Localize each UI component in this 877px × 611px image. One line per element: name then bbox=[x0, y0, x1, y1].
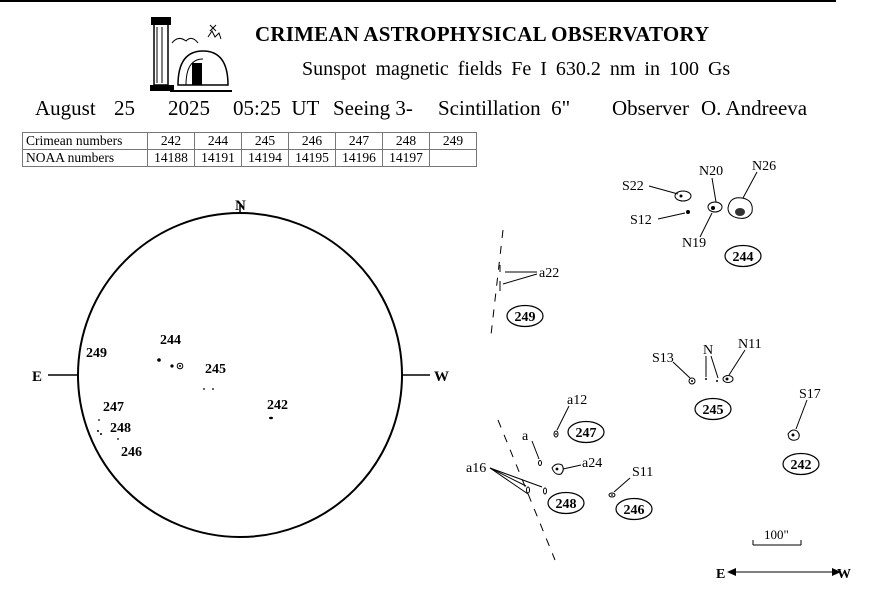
disk-region-label: 248 bbox=[110, 421, 131, 436]
spot-label: a16 bbox=[466, 461, 486, 476]
region-badge: 248 bbox=[556, 497, 577, 512]
disk-region-label: 245 bbox=[205, 362, 226, 377]
compass-west-label: W bbox=[837, 567, 851, 582]
spot-label: S13 bbox=[652, 351, 674, 366]
spot-label: a bbox=[522, 429, 529, 444]
spot-label: S11 bbox=[632, 465, 653, 480]
disk-north-label: N bbox=[235, 198, 246, 214]
disk-region-label: 242 bbox=[267, 398, 288, 413]
region-badge: 247 bbox=[576, 426, 597, 441]
region-249-detail bbox=[500, 265, 537, 291]
spot-label: a24 bbox=[582, 456, 602, 471]
spot-label: N bbox=[703, 343, 713, 358]
region-badges: 244 249 245 247 242 248 246 bbox=[507, 246, 819, 520]
spot-label: a22 bbox=[539, 266, 559, 281]
disk-west-label: W bbox=[434, 369, 449, 385]
region-247-detail bbox=[554, 406, 569, 437]
region-248-detail bbox=[490, 441, 581, 494]
region-244-detail bbox=[649, 172, 757, 237]
disk-region-label: 247 bbox=[103, 400, 124, 415]
disk-region-label: 244 bbox=[160, 333, 181, 348]
disk-region-label: 246 bbox=[121, 445, 142, 460]
region-badge: 249 bbox=[515, 310, 536, 325]
solar-disk: N E W 244 245 242 249 247 248 246 bbox=[32, 198, 449, 537]
spot-label: N20 bbox=[699, 164, 723, 179]
spot-label: N11 bbox=[738, 337, 762, 352]
spot-label: a12 bbox=[567, 393, 587, 408]
region-242-detail bbox=[788, 400, 807, 440]
spot-label: S17 bbox=[799, 387, 821, 402]
scale-label: 100" bbox=[764, 527, 789, 542]
disk-east-label: E bbox=[32, 369, 42, 385]
region-badge: 244 bbox=[733, 250, 754, 265]
spot-label: N26 bbox=[752, 159, 776, 174]
spot-label: N19 bbox=[682, 236, 706, 251]
region-badge: 242 bbox=[791, 458, 812, 473]
region-badge: 245 bbox=[703, 403, 724, 418]
region-246-detail bbox=[609, 478, 630, 497]
arrow-left-icon bbox=[727, 568, 736, 576]
spot-label: S22 bbox=[622, 179, 644, 194]
scale-bar: 100" bbox=[753, 527, 801, 545]
compass-ew: E W bbox=[716, 567, 851, 582]
compass-east-label: E bbox=[716, 567, 725, 582]
disk-region-label: 249 bbox=[86, 346, 107, 361]
spot-label: S12 bbox=[630, 213, 652, 228]
region-badge: 246 bbox=[624, 503, 645, 518]
